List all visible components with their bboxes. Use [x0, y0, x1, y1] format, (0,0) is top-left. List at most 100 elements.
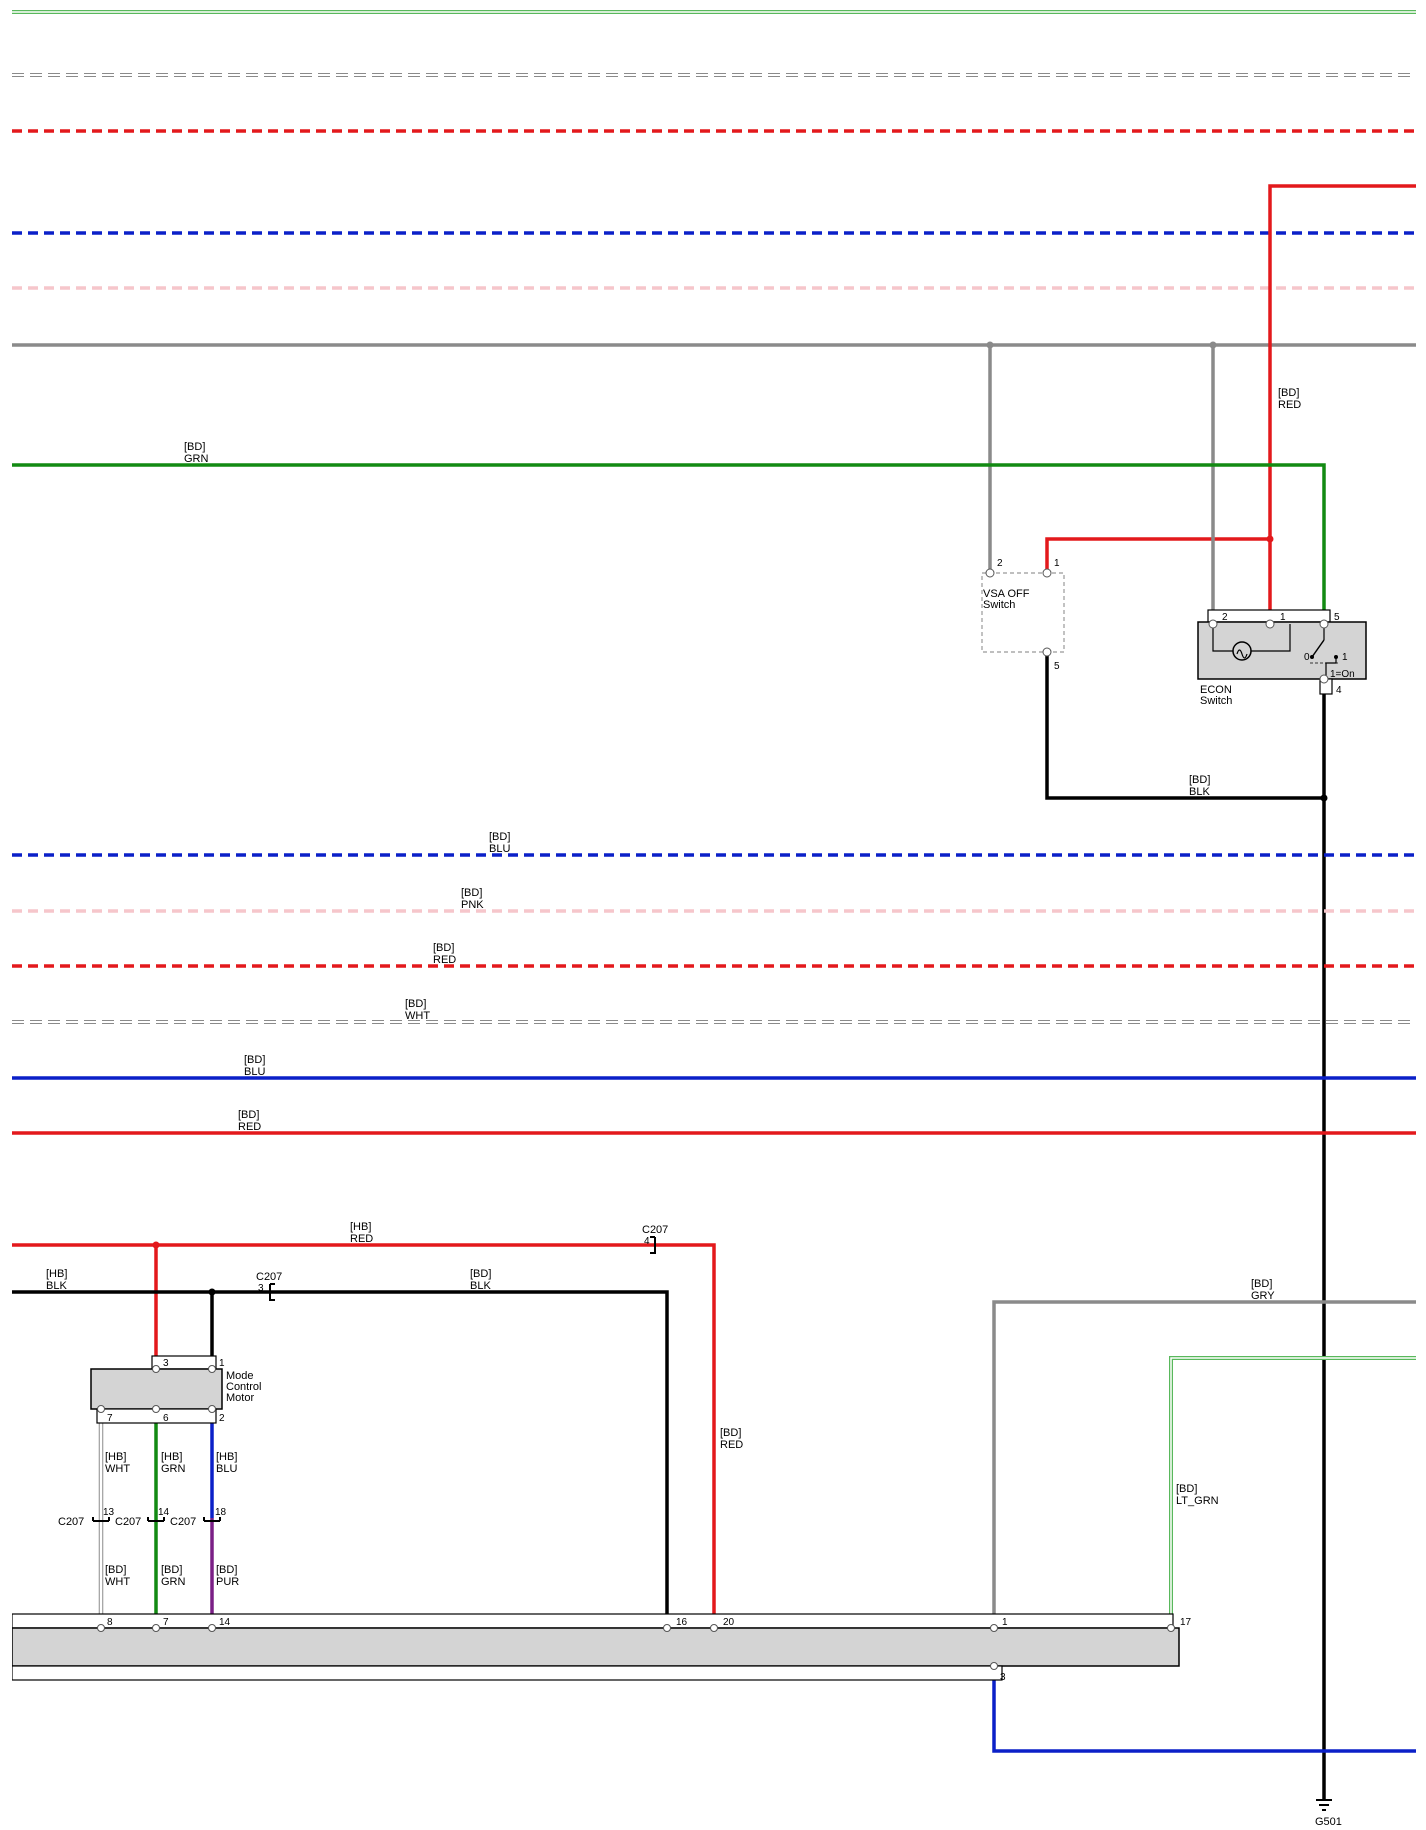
bottom-control-module: 8 7 14 16 20 1 17 3	[0, 1610, 1192, 1686]
vsa-switch-name-line2: Switch	[983, 599, 1015, 611]
c207-18-pin: 18	[215, 1507, 227, 1518]
c207-mid-name: C207	[256, 1271, 282, 1283]
econ-pin-4-terminal	[1319, 674, 1329, 684]
module-connector-strip	[11, 1613, 1174, 1629]
wire-label-bd-wht-line1: [BD]	[105, 1564, 126, 1576]
gray-splice-dot	[986, 341, 994, 349]
module-pin-20-label: 20	[723, 1617, 735, 1628]
motor-pin-1-terminal	[208, 1365, 216, 1373]
module-body	[11, 1627, 1180, 1667]
wire-label-bd-grn-line1: [BD]	[184, 441, 205, 453]
vsa-pin-1-terminal	[1042, 568, 1052, 578]
wire-label-hb-grn-line2: GRN	[161, 1463, 186, 1475]
vsa-pin-5-label: 5	[1054, 661, 1060, 672]
motor-pin-7-label: 7	[107, 1413, 113, 1424]
motor-pin-6-terminal	[152, 1405, 160, 1413]
wire-label-bd-blk-line1: [BD]	[1189, 774, 1210, 786]
motor-connector-top	[151, 1355, 217, 1370]
vsa-pin-2-label: 2	[997, 558, 1003, 569]
hb-blk-wire	[12, 1290, 669, 1622]
bd-blu-bottom-wire	[992, 1668, 1416, 1753]
module-pin-16-terminal	[663, 1624, 671, 1632]
wire-label-bd-red-solid-line1: [BD]	[238, 1109, 259, 1121]
wire-label-hb-wht-line1: [HB]	[105, 1451, 126, 1463]
c207-14-connector-symbol	[147, 1517, 165, 1522]
module-pin-7-label: 7	[163, 1617, 169, 1628]
wire-label-bd-gry-line1: [BD]	[1251, 1278, 1272, 1290]
module-pin-17-terminal	[1167, 1624, 1175, 1632]
mode-control-motor: 3 1 7 6 2 Mode Control Motor	[90, 1355, 261, 1424]
econ-pin-5-terminal	[1319, 619, 1329, 629]
wire-label-bd-pur-line2: PUR	[216, 1576, 239, 1588]
wire-label-hb-blu-line1: [HB]	[216, 1451, 237, 1463]
wire-label-bd-wht-line2: WHT	[405, 1010, 430, 1022]
module-pin-14-terminal	[208, 1624, 216, 1632]
econ-pin-5-label: 5	[1334, 612, 1340, 623]
module-pin-16-label: 16	[676, 1617, 688, 1628]
motor-pin-7-terminal	[97, 1405, 105, 1413]
gray-splice-dot	[1209, 341, 1217, 349]
module-pin-20-terminal	[710, 1624, 718, 1632]
lower-wiring	[12, 1236, 1416, 1753]
module-pin-7-terminal	[152, 1624, 160, 1632]
wire-label-hb-red-line1: [HB]	[350, 1221, 371, 1233]
c207-14-name: C207	[115, 1516, 141, 1528]
wire-label-bd-red-vert-line1: [BD]	[720, 1427, 741, 1439]
black-splice-dot	[1320, 794, 1328, 802]
bd-red-vertical-wire	[1268, 184, 1416, 624]
wire-label-bd-red-line1: [BD]	[1278, 387, 1299, 399]
wire-label-bd-red-solid-line2: RED	[238, 1121, 261, 1133]
vsa-black-ground-wire	[1045, 652, 1324, 800]
wire-label-bd-red-line2: RED	[1278, 399, 1301, 411]
wire-label-bd-blu-line1: [BD]	[489, 831, 510, 843]
hb-red-wire	[12, 1243, 716, 1622]
motor-pin-3-terminal	[152, 1365, 160, 1373]
c207-14-pin: 14	[158, 1507, 170, 1518]
wire-label-bd-blk-lower-line2: BLK	[470, 1280, 491, 1292]
vsa-pin-1-label: 1	[1054, 558, 1060, 569]
wire-label-bd-red-vert-line2: RED	[720, 1439, 743, 1451]
econ-pin-4-label: 4	[1336, 685, 1342, 696]
black-splice-dot	[208, 1288, 216, 1296]
wire-label-bd-ltgrn-line1: [BD]	[1176, 1483, 1197, 1495]
c207-upper-name: C207	[642, 1224, 668, 1236]
econ-switch-arm-icon	[1311, 639, 1325, 658]
wire-label-bd-wht-line1: [BD]	[405, 998, 426, 1010]
c207-connector-symbol	[269, 1283, 275, 1301]
econ-switch-name-line2: Switch	[1200, 695, 1232, 707]
module-pin-8-terminal	[97, 1624, 105, 1632]
econ-switch-name-line1: ECON	[1200, 684, 1232, 696]
motor-pin-1-label: 1	[219, 1358, 225, 1369]
econ-state-0: 0	[1304, 652, 1310, 663]
c207-upper-pin: 4	[644, 1236, 650, 1247]
wire-label-hb-blu-line2: BLU	[216, 1463, 237, 1475]
module-pin-3-terminal	[990, 1662, 998, 1670]
econ-pin-2-label: 2	[1222, 612, 1228, 623]
motor-pin-6-label: 6	[163, 1413, 169, 1424]
motor-name-line2: Control	[226, 1381, 261, 1393]
wire-label-bd-grn-line2: GRN	[184, 453, 209, 465]
c207-13-pin: 13	[103, 1507, 115, 1518]
module-pin-8-label: 8	[107, 1617, 113, 1628]
c207-13-connector-symbol	[92, 1517, 110, 1522]
econ-bulb-filament-icon	[1236, 649, 1248, 659]
wire-label-bd-pur-line1: [BD]	[216, 1564, 237, 1576]
wire-label-bd-gry-line2: GRY	[1251, 1290, 1275, 1302]
wire-label-bd-blk-line2: BLK	[1189, 786, 1210, 798]
econ-state-on: 1=On	[1330, 669, 1355, 680]
wire-label-bd-wht-line2: WHT	[105, 1576, 130, 1588]
motor-pin-2-terminal	[208, 1405, 216, 1413]
module-pin-1-terminal	[990, 1624, 998, 1632]
c207-13-name: C207	[58, 1516, 84, 1528]
econ-indicator-bulb-icon	[1232, 641, 1252, 661]
c207-connector-symbol	[650, 1236, 656, 1254]
wire-label-bd-pnk-line2: PNK	[461, 899, 484, 911]
top-bus-lines	[12, 10, 1416, 347]
econ-pin-1-label: 1	[1280, 612, 1286, 623]
vsa-off-switch-outline	[981, 572, 1065, 653]
bd-green-wire	[12, 463, 1326, 624]
wire-label-bd-blk-lower-line1: [BD]	[470, 1268, 491, 1280]
motor-pin-2-label: 2	[219, 1413, 225, 1424]
wire-label-bd-red-mid-line1: [BD]	[433, 942, 454, 954]
